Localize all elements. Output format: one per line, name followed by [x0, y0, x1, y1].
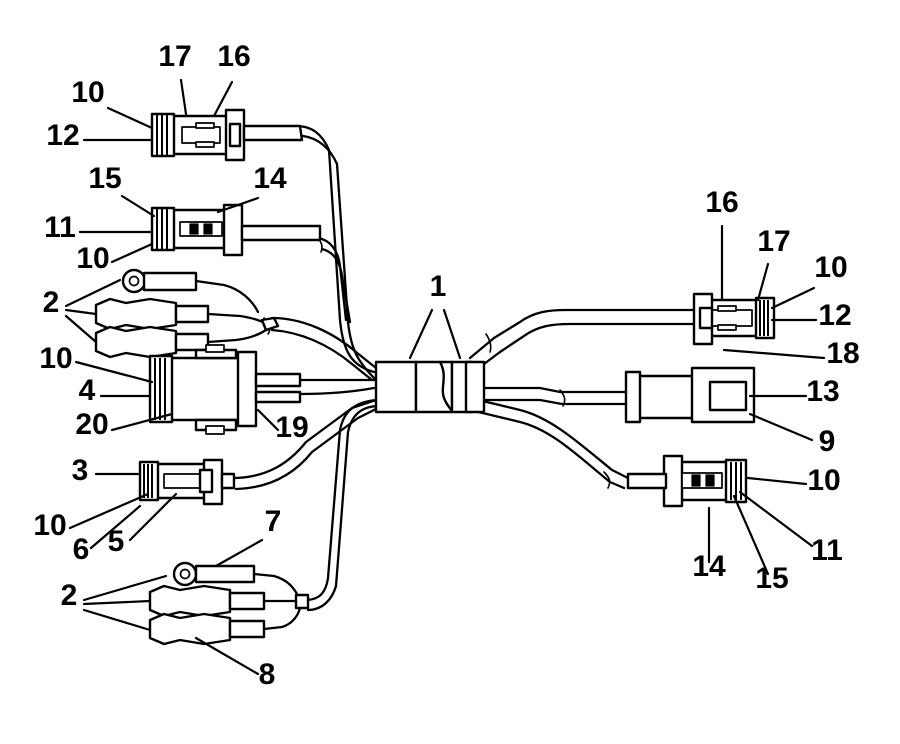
part-terminal-group-lower: [148, 561, 310, 646]
callout-16-right: 16: [705, 186, 738, 219]
part-connector-3-lower-left: [138, 458, 236, 506]
part-large-connector-4: [148, 344, 302, 435]
callout-6: 6: [73, 533, 90, 566]
callout-12-right: 12: [818, 299, 851, 332]
part-connector-12-top-left: [150, 108, 304, 162]
part-connector-12-right: [692, 292, 776, 346]
callout-20: 20: [75, 408, 108, 441]
callout-10-middle: 10: [39, 342, 72, 375]
callout-3: 3: [72, 454, 89, 487]
callout-17-right: 17: [757, 225, 790, 258]
part-connector-11-bottom-right: [626, 454, 748, 508]
callout-4: 4: [79, 374, 96, 407]
callout-13: 13: [806, 375, 839, 408]
callout-leader-lines: [64, 78, 826, 676]
callout-10-left-second: 10: [76, 242, 109, 275]
callout-19: 19: [275, 411, 308, 444]
callout-15-left: 15: [88, 162, 121, 195]
wire-harness-lines: [230, 124, 702, 612]
callout-14-bottom-right: 14: [692, 550, 726, 583]
callout-9: 9: [819, 425, 836, 458]
part-main-junction-hub-1: [374, 360, 486, 414]
callout-10-lower-left: 10: [33, 509, 66, 542]
callout-10-top-left: 10: [71, 76, 104, 109]
callout-8: 8: [259, 658, 276, 691]
callout-11-bottom-right: 11: [811, 534, 843, 567]
callout-11-left: 11: [44, 211, 76, 244]
callout-1: 1: [430, 270, 447, 303]
callout-7: 7: [265, 505, 282, 538]
callout-number-group: 17 16 10 12 15 14 11 10 2 10 4 20 19 3 1…: [33, 40, 859, 691]
part-terminal-group-upper: [94, 268, 280, 359]
callout-10-right: 10: [814, 251, 847, 284]
callout-5: 5: [108, 525, 125, 558]
callout-17-top-left: 17: [158, 40, 191, 73]
callout-2-lower: 2: [61, 579, 78, 612]
callout-10-bottom-right: 10: [807, 464, 840, 497]
callout-15-bottom-right: 15: [755, 562, 788, 595]
callout-12-top-left: 12: [46, 119, 79, 152]
callout-2-upper: 2: [43, 286, 60, 319]
part-connector-11-left: [150, 203, 322, 257]
callout-14-left: 14: [253, 162, 287, 195]
part-inline-connector-9: [624, 366, 756, 424]
callout-16-top-left: 16: [217, 40, 250, 73]
callout-18: 18: [826, 337, 859, 370]
